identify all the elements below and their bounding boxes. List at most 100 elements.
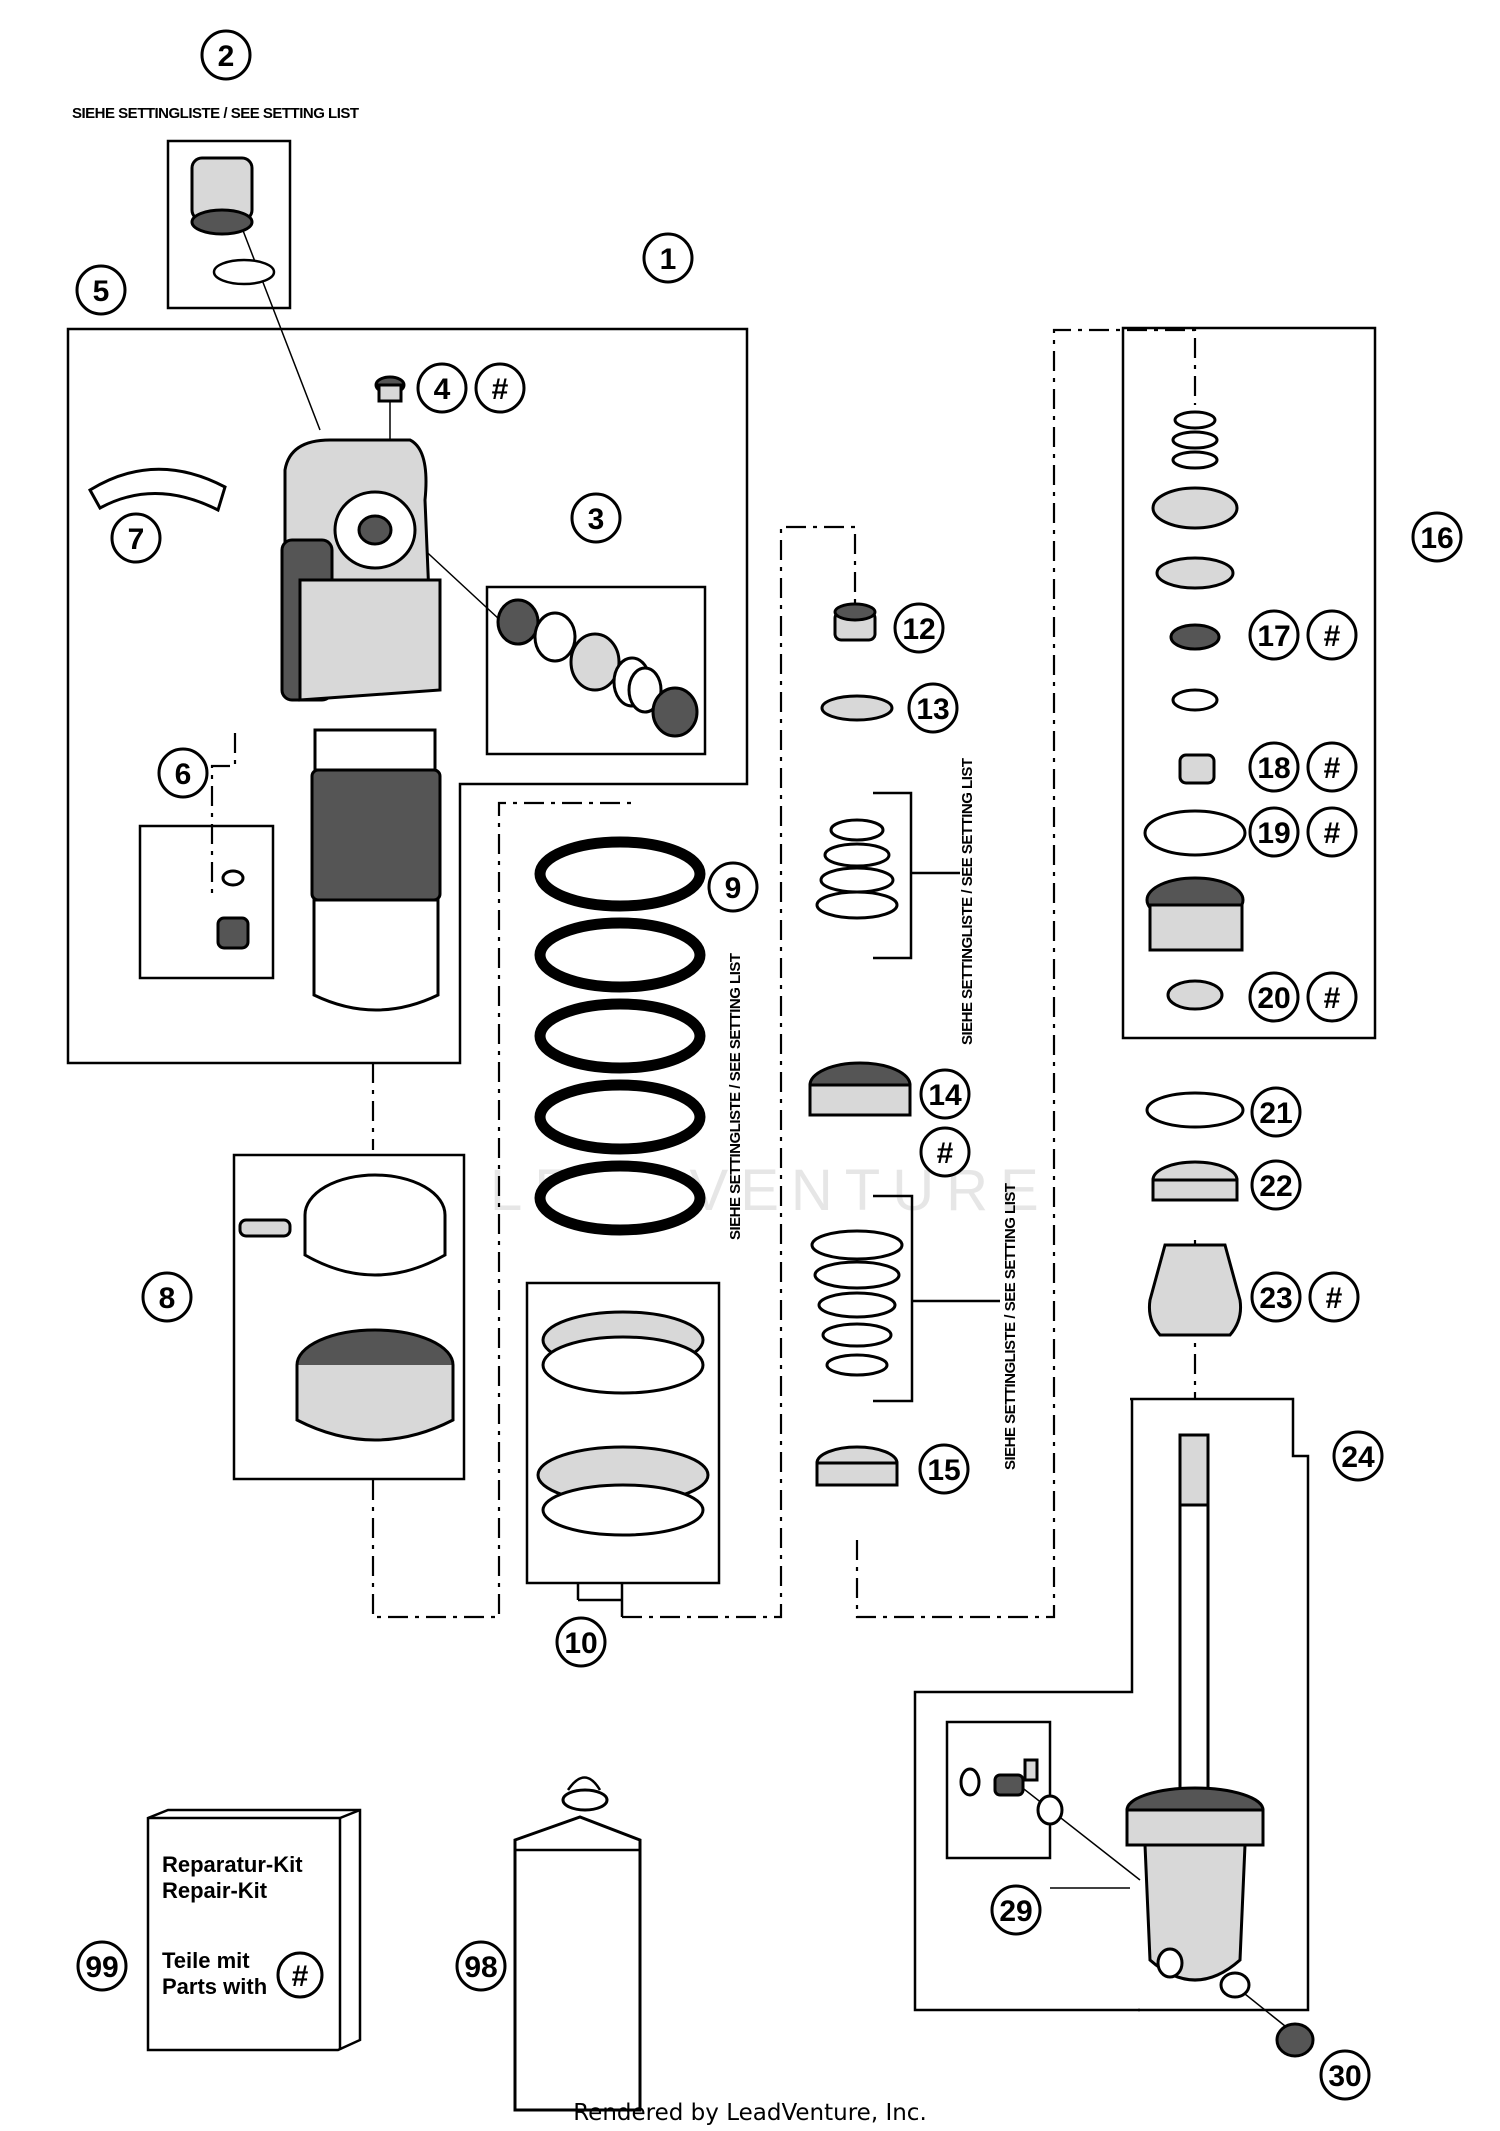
hash-circle [1308, 1271, 1360, 1323]
part-16-assembly [1143, 410, 1247, 1011]
setting-note-shim-lower: SIEHE SETTINGLISTE / SEE SETTING LIST [1002, 1183, 1019, 1470]
hash-symbol: # [1324, 752, 1341, 785]
part-14-piston [808, 1061, 912, 1117]
callout-circle [1250, 1271, 1302, 1323]
part-12-nut [833, 602, 877, 642]
part-illustrations [87, 156, 1315, 2112]
callout-circle [200, 29, 252, 81]
box-16 [1121, 326, 1377, 1040]
part-23-bump-stop [1148, 1243, 1242, 1337]
group-boxes [66, 139, 1377, 2012]
callout-15: 15 [918, 1443, 970, 1495]
callout-number: 1 [660, 243, 677, 276]
callout-circle [1319, 2049, 1371, 2101]
hash-circle [919, 1126, 971, 1178]
callout-circle [707, 861, 759, 913]
callout-circle [1411, 511, 1463, 563]
box-1 [66, 327, 749, 1065]
hash-circle [474, 362, 526, 414]
callout-circle [455, 1940, 507, 1992]
callout-number: 12 [902, 613, 935, 646]
kit-line-1: Reparatur-Kit [162, 1852, 303, 1877]
box-3 [485, 585, 707, 756]
part-24-shaft-eyelet [1125, 1433, 1265, 1999]
part-22-seal [1151, 1160, 1239, 1202]
callout-10: 10 [555, 1616, 607, 1668]
part-21-ring [1145, 1091, 1245, 1129]
callout-circle [75, 264, 127, 316]
callout-6: 6 [157, 747, 209, 799]
callout-2: 2 [200, 29, 252, 81]
callout-circle [990, 1884, 1042, 1936]
callout-number: 4 [434, 373, 451, 406]
callout-30: 30 [1319, 2049, 1371, 2101]
callout-number: 18 [1257, 752, 1290, 785]
callout-23: 23# [1250, 1271, 1360, 1323]
part-98-oil-can [513, 1776, 642, 2112]
callout-circle [1250, 1159, 1302, 1211]
hash-symbol: # [1324, 817, 1341, 850]
callout-9: 9 [707, 861, 759, 913]
callout-13: 13 [907, 682, 959, 734]
kit-hash-symbol: # [292, 1960, 309, 1993]
callout-29: 29 [990, 1884, 1042, 1936]
callout-3: 3 [570, 492, 622, 544]
part-9-spring [534, 836, 706, 1236]
callout-5: 5 [75, 264, 127, 316]
callout-circle [416, 362, 468, 414]
callout-number: 22 [1259, 1170, 1292, 1203]
repair-kit-box: Reparatur-Kit Repair-Kit Teile mit Parts… [146, 1808, 362, 2052]
part-29-valve [959, 1758, 1064, 1826]
callout-number: 6 [175, 758, 192, 791]
box-24-left [913, 1399, 1140, 2012]
bracket-lower [873, 1194, 914, 1403]
callout-number: 99 [85, 1951, 118, 1984]
callout-98: 98 [455, 1940, 507, 1992]
part-3-bearing-set [496, 598, 699, 738]
hash-circle [1306, 971, 1358, 1023]
part-10-spring-seats [536, 1310, 710, 1537]
callout-14: 14# [919, 1068, 971, 1178]
part-1-shock-body [280, 438, 442, 1012]
box-29 [945, 1720, 1052, 1860]
callout-number: 98 [464, 1951, 497, 1984]
callout-12: 12 [893, 602, 945, 654]
callout-number: 23 [1259, 1282, 1292, 1315]
callout-number: 7 [128, 523, 145, 556]
hash-symbol: # [937, 1137, 954, 1170]
callout-21: 21 [1250, 1086, 1302, 1138]
callout-number: 29 [999, 1895, 1032, 1928]
footer-credit: Rendered by LeadVenture, Inc. [573, 2100, 927, 2126]
part-shim-stack-lower [810, 1229, 904, 1377]
callout-circle [1332, 1430, 1384, 1482]
callout-circle [1248, 741, 1300, 793]
callout-number: 20 [1257, 982, 1290, 1015]
callouts: 1234#5678910121314#151617#18#19#20#21222… [75, 29, 1463, 2101]
part-6-valve [216, 869, 250, 950]
callout-number: 24 [1341, 1441, 1375, 1474]
setting-note-shim-upper: SIEHE SETTINGLISTE / SEE SETTING LIST [959, 758, 976, 1045]
callout-17: 17# [1248, 609, 1358, 661]
callout-number: 16 [1420, 522, 1453, 555]
callout-circle [157, 747, 209, 799]
callout-circle [893, 602, 945, 654]
box-2 [166, 139, 292, 310]
callout-circle [555, 1616, 607, 1668]
callout-number: 9 [725, 872, 742, 905]
callout-circle [918, 1443, 970, 1495]
callout-8: 8 [141, 1271, 193, 1323]
callout-20: 20# [1248, 971, 1358, 1023]
setting-note-9: SIEHE SETTINGLISTE / SEE SETTING LIST [727, 953, 744, 1240]
hash-circle [1306, 741, 1358, 793]
callout-number: 8 [159, 1282, 176, 1315]
callout-circle [919, 1068, 971, 1120]
part-13-washer [820, 694, 894, 722]
callout-number: 19 [1257, 817, 1290, 850]
part-shim-stack-upper [815, 818, 899, 920]
callout-number: 30 [1328, 2060, 1361, 2093]
part-8-preload-collar [238, 1173, 455, 1442]
callout-18: 18 # [1248, 741, 1358, 793]
callout-circle [76, 1940, 128, 1992]
part-7-clip [87, 467, 227, 513]
